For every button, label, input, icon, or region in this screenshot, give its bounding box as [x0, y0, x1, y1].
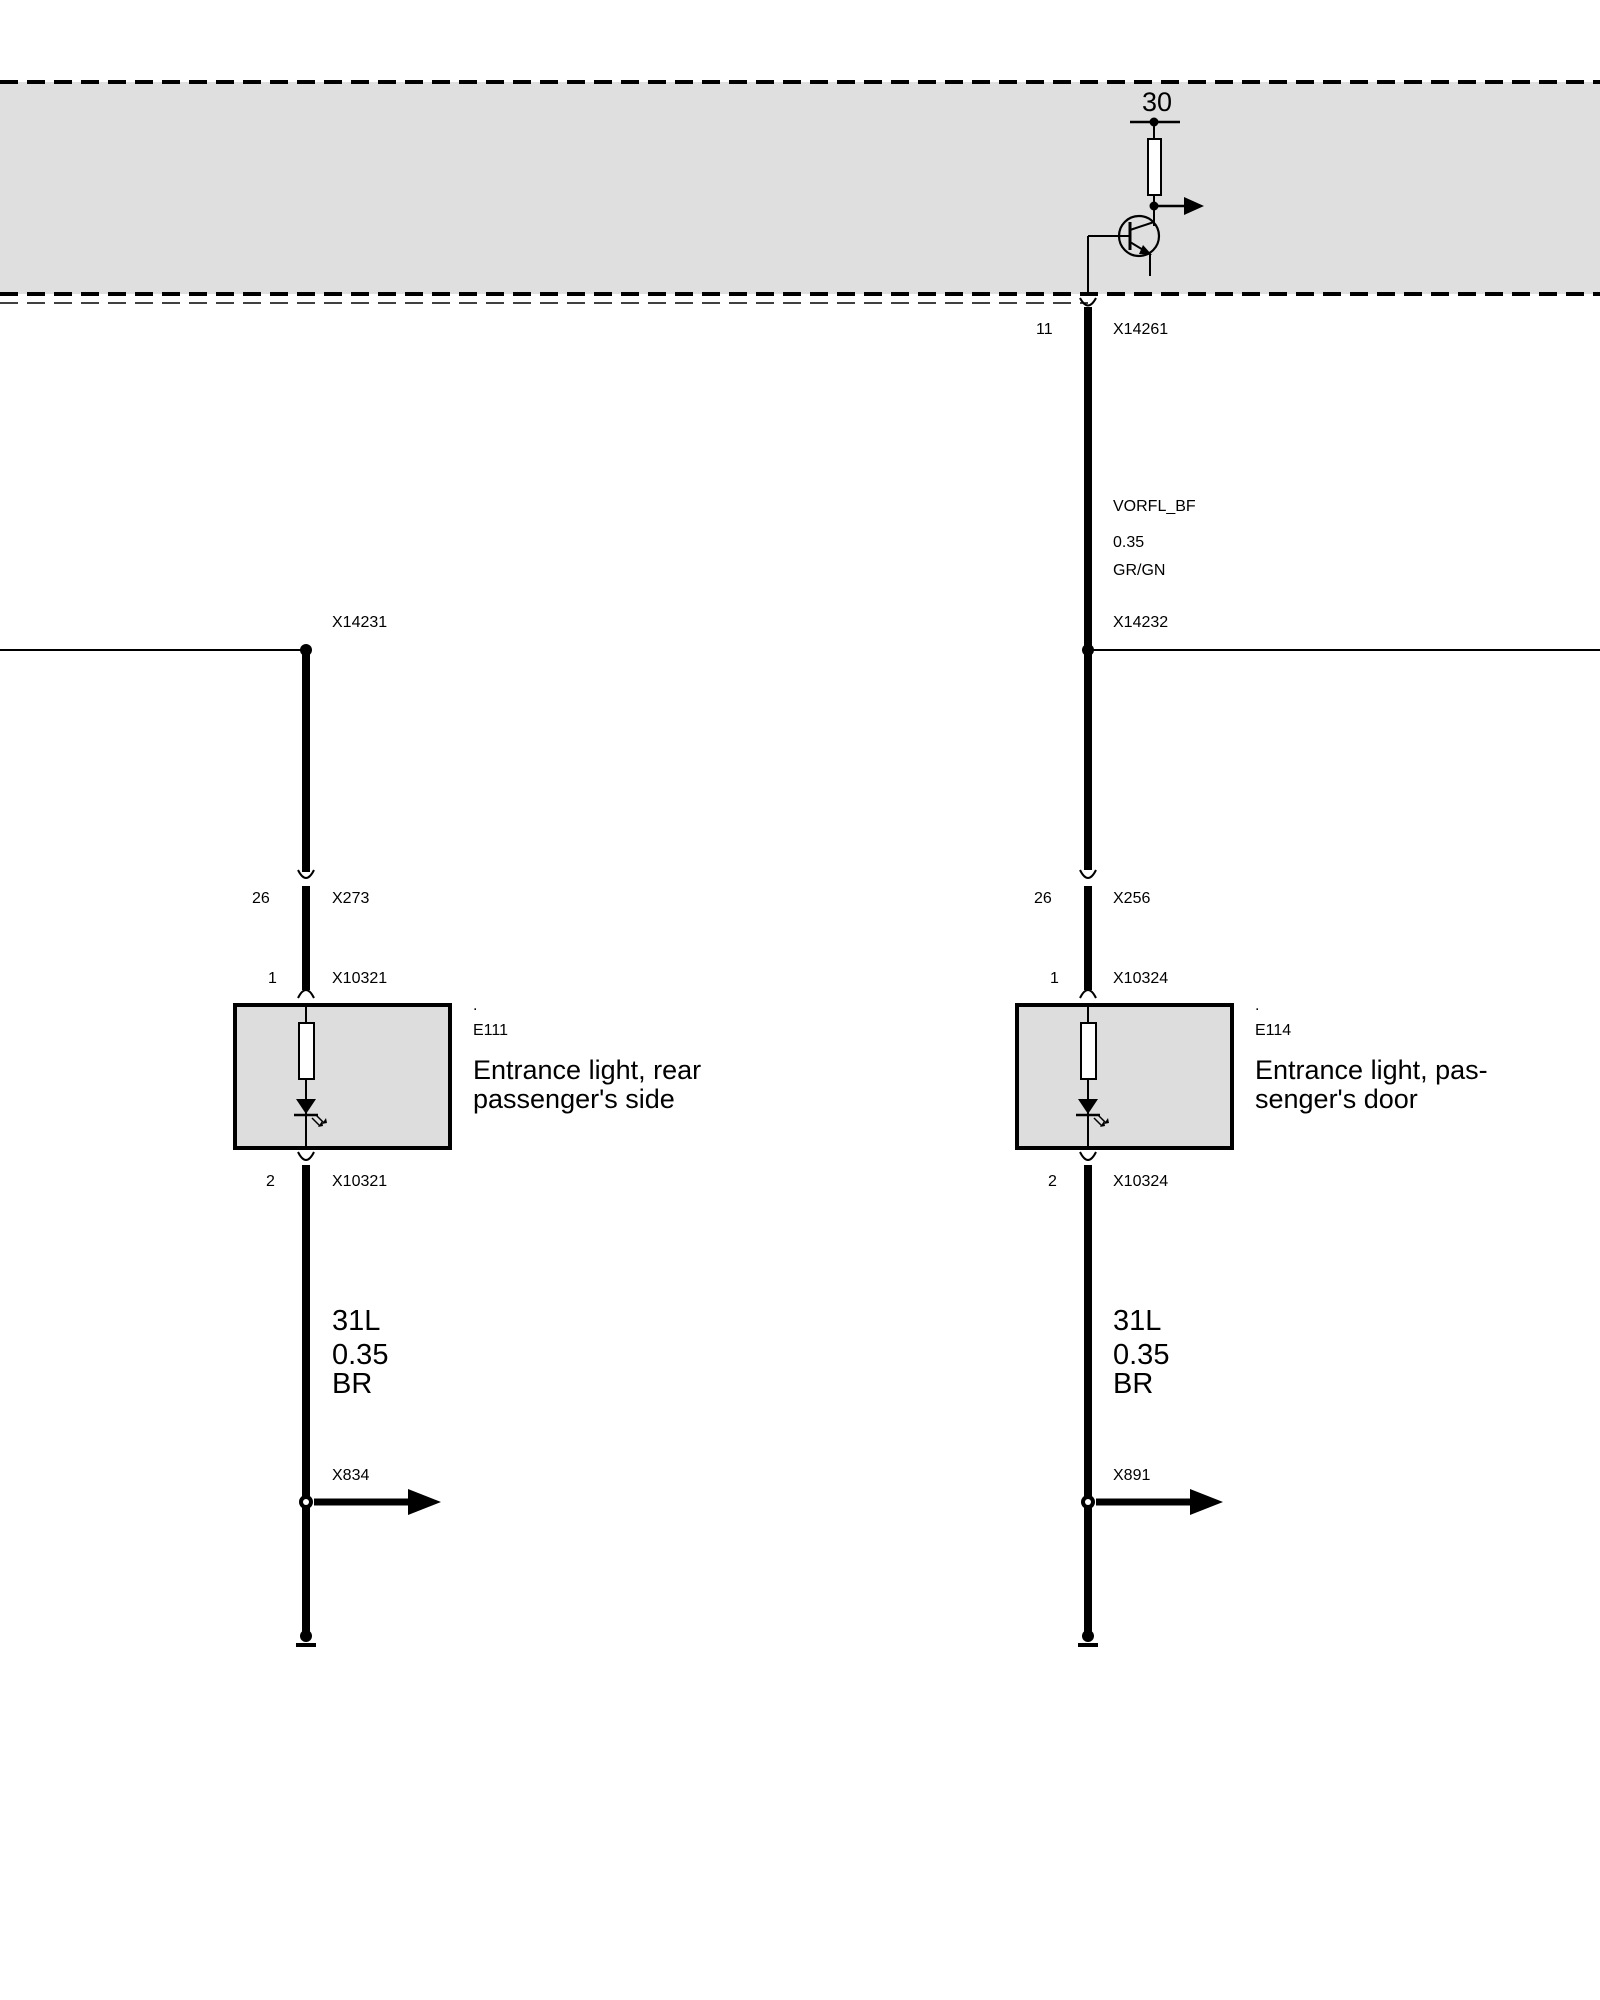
left-ground-node: [300, 1630, 312, 1642]
left-ground-name: 31L: [332, 1305, 380, 1337]
e114-connector-out-label: X10324: [1113, 1173, 1168, 1190]
connector-x273-label: X273: [332, 890, 369, 907]
splice-x14232-label: X14232: [1113, 614, 1168, 631]
wire-color-label: GR/GN: [1113, 562, 1165, 579]
connector-x14261-label: X14261: [1113, 321, 1168, 338]
e114-pin-1-label: 1: [1050, 970, 1059, 987]
e114-name-line1: Entrance light, pas-: [1255, 1055, 1488, 1085]
e114-pin-2-icon: [1079, 1151, 1097, 1161]
right-branch: X14232 26 X256 1 X10324 . E114 Entrance …: [1015, 614, 1488, 1647]
pullup-resistor: [1147, 138, 1162, 196]
e111-dot: .: [473, 997, 477, 1014]
control-unit: 30: [0, 80, 1600, 304]
e114-id-label: E114: [1255, 1022, 1291, 1039]
connector-x891-label: X891: [1113, 1467, 1150, 1484]
e111-led-icon: [294, 1099, 327, 1127]
splice-x14232-node: [1082, 644, 1094, 656]
e114-dot: .: [1255, 997, 1259, 1014]
transistor-icon: [1087, 214, 1161, 296]
x891-node-center: [1085, 1499, 1091, 1505]
right-ground-name: 31L: [1113, 1305, 1161, 1337]
signal-wire-right: 11 X14261 VORFL_BF 0.35 GR/GN: [1036, 297, 1196, 870]
e114-pin-2-label: 2: [1048, 1173, 1057, 1190]
device-e111-box: [233, 1003, 452, 1150]
e111-name-line1: Entrance light, rear: [473, 1055, 701, 1085]
e111-name-line2: passenger's side: [473, 1084, 675, 1114]
control-unit-background: [0, 82, 1600, 294]
terminal-30-label: 30: [1142, 87, 1172, 117]
device-e114-box: [1015, 1003, 1234, 1150]
left-branch: X14231 26 X273 1 X10321 . E111 Entrance …: [233, 614, 701, 1647]
e111-pin-2-icon: [297, 1151, 315, 1161]
e111-pin-2-label: 2: [266, 1173, 275, 1190]
x834-arrow-icon: [408, 1489, 441, 1515]
e114-name-line2: senger's door: [1255, 1084, 1418, 1114]
connector-x256-label: X256: [1113, 890, 1150, 907]
right-ground-node: [1082, 1630, 1094, 1642]
left-ground-cross-section: 0.35: [332, 1339, 388, 1371]
connector-x256-icon: [1079, 869, 1097, 879]
connector-x273-icon: [297, 869, 315, 879]
wire-cross-section-label: 0.35: [1113, 534, 1144, 551]
x891-arrow-icon: [1190, 1489, 1223, 1515]
connector-x273-pin-label: 26: [252, 890, 270, 907]
sense-arrow-icon: [1184, 197, 1204, 215]
e111-pin-1-label: 1: [268, 970, 277, 987]
e111-pin-1-icon: [297, 989, 315, 999]
pin-11-connector-icon: [1079, 297, 1097, 307]
connector-x834-label: X834: [332, 1467, 369, 1484]
right-ground-cross-section: 0.35: [1113, 1339, 1169, 1371]
e114-connector-in-label: X10324: [1113, 970, 1168, 987]
left-ground-color: BR: [332, 1368, 372, 1400]
e111-resistor-icon: [298, 1022, 315, 1080]
e111-connector-in-label: X10321: [332, 970, 387, 987]
e111-connector-out-label: X10321: [332, 1173, 387, 1190]
e114-led-icon: [1076, 1099, 1109, 1127]
e114-pin-1-icon: [1079, 989, 1097, 999]
connector-x256-pin-label: 26: [1034, 890, 1052, 907]
x834-node-center: [303, 1499, 309, 1505]
e114-resistor-icon: [1080, 1022, 1097, 1080]
wire-name-label: VORFL_BF: [1113, 498, 1196, 515]
right-ground-color: BR: [1113, 1368, 1153, 1400]
pin-11-label: 11: [1036, 321, 1053, 338]
splice-x14231-label: X14231: [332, 614, 387, 631]
e111-id-label: E111: [473, 1022, 508, 1039]
